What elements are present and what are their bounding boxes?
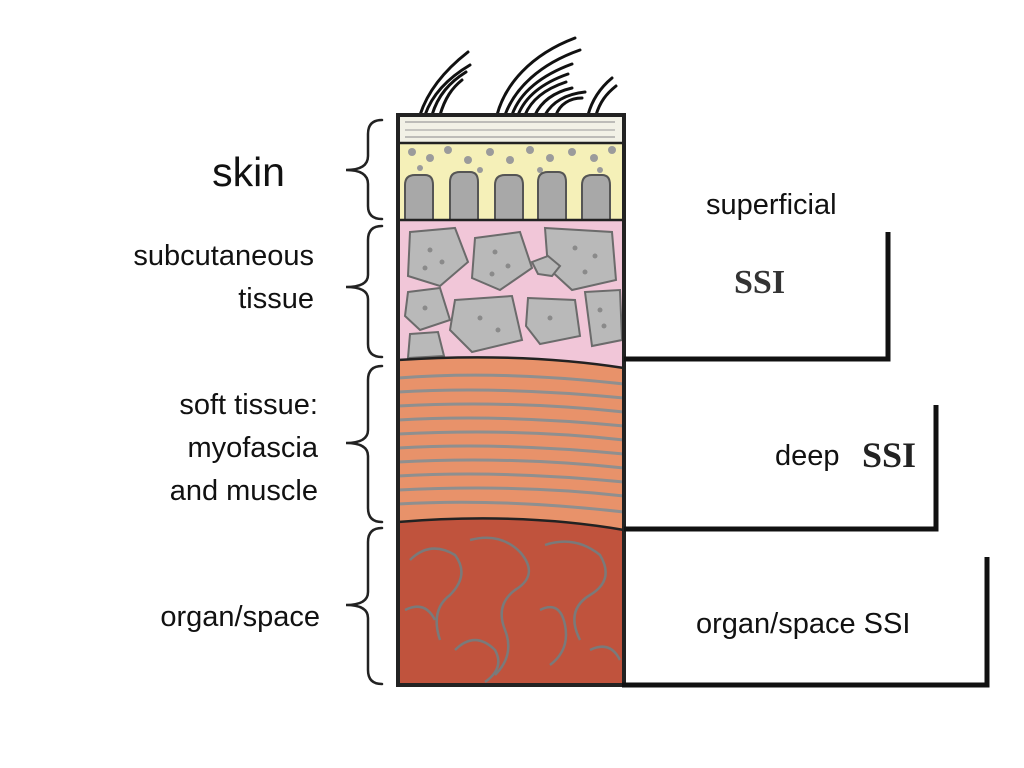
layer-brackets [345, 118, 384, 686]
label-soft-tissue-3: and muscle [170, 475, 318, 507]
superficial-zone-line [624, 232, 891, 362]
organ-folds [404, 536, 622, 684]
label-soft-tissue-1: soft tissue: [179, 389, 318, 421]
label-skin: skin [212, 149, 285, 195]
label-deep: deep [775, 440, 840, 472]
label-deep-ssi: SSI [862, 435, 916, 475]
label-organ-space: organ/space [160, 601, 320, 633]
label-superficial-ssi: SSI [734, 264, 785, 301]
hair [418, 36, 618, 117]
dermis-dots [408, 146, 616, 173]
subcutaneous-bracket [345, 224, 384, 359]
fat-lobules [403, 226, 624, 360]
hair-follicles [404, 171, 611, 221]
deep-zone-line [624, 405, 939, 532]
muscle-fibers [398, 373, 624, 514]
organ-layer [398, 518, 624, 685]
label-soft-tissue-2: myofascia [187, 432, 318, 464]
skin-bracket [345, 118, 384, 221]
lobule-dots [422, 245, 607, 333]
label-subcutaneous-2: tissue [238, 283, 314, 315]
tissue-column-outline [396, 113, 626, 687]
epidermis-texture [405, 121, 615, 138]
label-superficial: superficial [706, 189, 837, 221]
label-subcutaneous-1: subcutaneous [133, 240, 314, 272]
organ-bracket [345, 526, 384, 686]
layer-boundaries [397, 141, 625, 532]
muscle-bracket [345, 364, 384, 524]
label-organ-space-ssi: organ/space SSI [696, 608, 910, 640]
organ-zone-line [622, 557, 990, 688]
ssi-zone-lines [622, 232, 990, 688]
